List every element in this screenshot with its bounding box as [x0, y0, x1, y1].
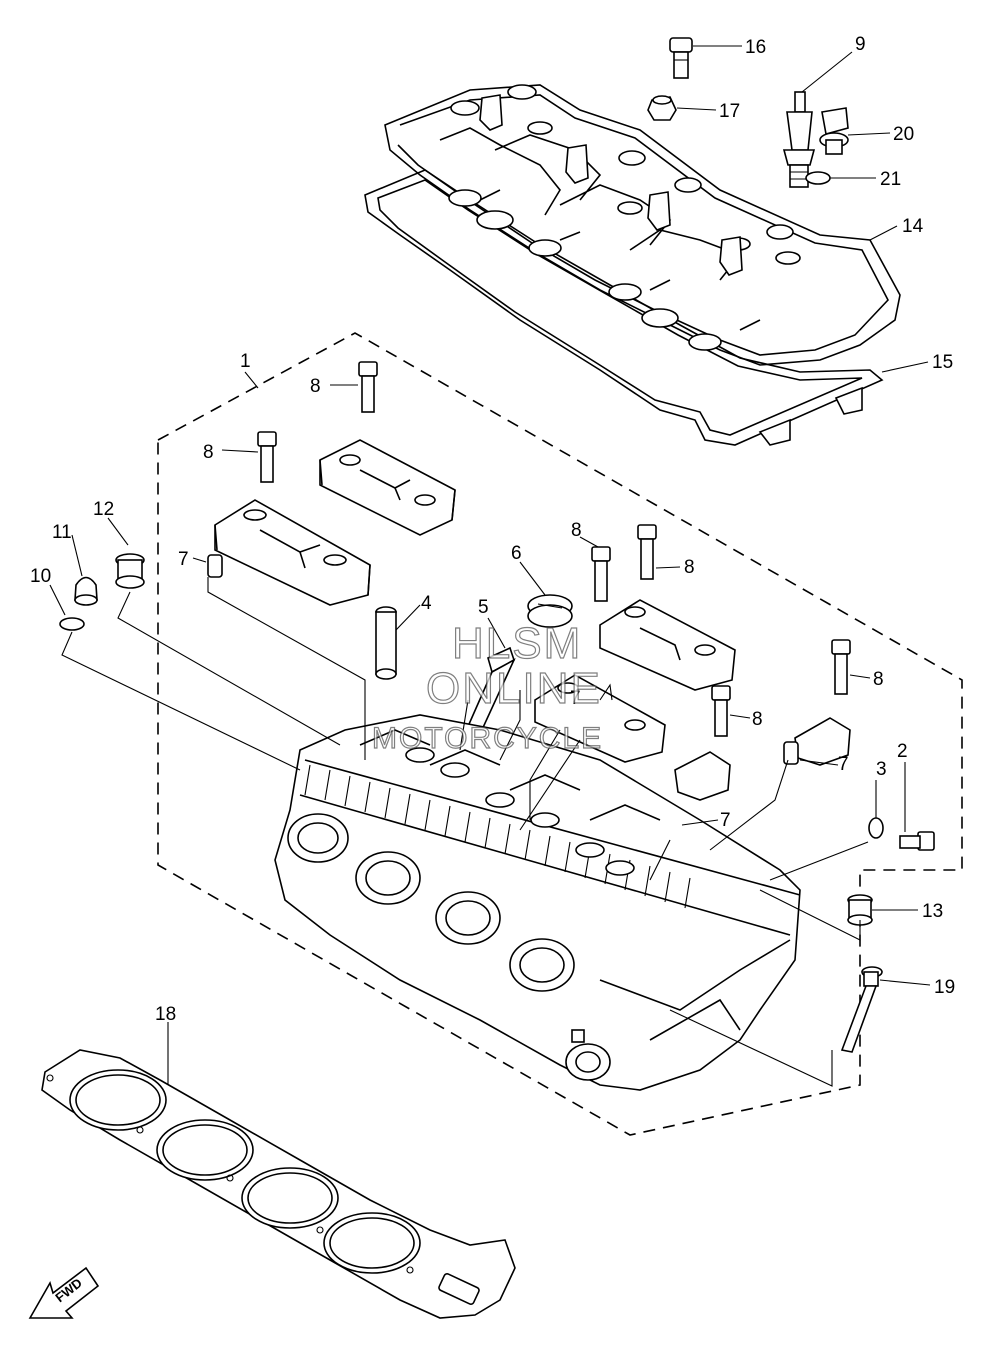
callout-2: 2 [897, 741, 908, 762]
sensor-20 [819, 107, 849, 155]
callout-15: 15 [932, 352, 953, 373]
callout-1: 1 [240, 351, 251, 372]
cylinder-head-assembly-boundary [157, 332, 963, 1136]
callout-8c: 8 [571, 520, 582, 541]
callout-5: 5 [478, 597, 489, 618]
watermark-line-2: ONLINE [426, 664, 602, 713]
bolt-16 [669, 37, 693, 79]
callout-3: 3 [876, 759, 887, 780]
camshaft-cap-small-right [674, 717, 851, 801]
grommet-17 [647, 95, 677, 121]
sleeve-12 [115, 553, 145, 589]
fwd-arrow: FWD [28, 1266, 100, 1319]
watermark-line-1: HLSM [452, 619, 582, 668]
valve-guide-4 [375, 606, 397, 680]
cylinder-head [274, 714, 801, 1091]
head-cover [384, 84, 901, 366]
callout-20: 20 [893, 124, 914, 145]
cover-gasket [364, 169, 884, 446]
callout-4: 4 [421, 593, 432, 614]
bolt-2 [899, 831, 935, 851]
washer-3 [868, 817, 884, 839]
bolt-19 [840, 966, 883, 1053]
washer-10 [59, 617, 85, 631]
callout-17: 17 [719, 101, 740, 122]
callout-14: 14 [902, 216, 924, 237]
camshaft-cap-left [214, 499, 371, 606]
bolt-8-mid-right [637, 524, 657, 580]
callout-8f: 8 [752, 709, 763, 730]
watermark-line-3: MOTORCYCLE [372, 722, 603, 755]
callout-7a: 7 [178, 549, 189, 570]
cap-nut-11 [74, 576, 98, 606]
callout-19: 19 [934, 977, 955, 998]
callout-8e: 8 [873, 669, 884, 690]
callout-6: 6 [511, 543, 522, 564]
callout-7c: 7 [838, 754, 849, 775]
callout-9: 9 [855, 34, 866, 55]
bolt-8-mid [591, 546, 611, 602]
callout-12: 12 [93, 499, 114, 520]
bolt-8-right [831, 639, 851, 695]
bolt-8-left [257, 431, 277, 483]
callout-8a: 8 [310, 376, 321, 397]
callout-8b: 8 [203, 442, 214, 463]
callout-16: 16 [745, 37, 766, 58]
callouts: 1 2 3 4 5 6 7 7 7 7 8 8 8 8 8 8 9 10 11 … [30, 34, 955, 1025]
callout-8d: 8 [684, 557, 695, 578]
callout-18: 18 [155, 1004, 176, 1025]
callout-7b: 7 [570, 688, 581, 709]
camshaft-cap-upper [319, 439, 456, 536]
dowel-7-left [207, 554, 223, 578]
plug-6 [527, 594, 573, 628]
callout-13: 13 [922, 901, 943, 922]
callout-21: 21 [880, 169, 901, 190]
callout-11: 11 [52, 522, 72, 543]
o-ring-21 [805, 171, 831, 185]
dowel-7-right-a [783, 741, 799, 765]
leader-lines [49, 45, 931, 1087]
camshaft-cap-mid-right [599, 599, 736, 691]
bolt-8-top [358, 361, 378, 413]
callout-7d: 7 [720, 810, 731, 831]
camshaft-cap-center [534, 674, 666, 763]
callout-10: 10 [30, 566, 51, 587]
bolt-8-lower-right [711, 685, 731, 737]
head-gasket [41, 1049, 516, 1319]
spark-plug-9 [782, 91, 816, 188]
watermark: HLSM ONLINE MOTORCYCLE [371, 618, 603, 755]
